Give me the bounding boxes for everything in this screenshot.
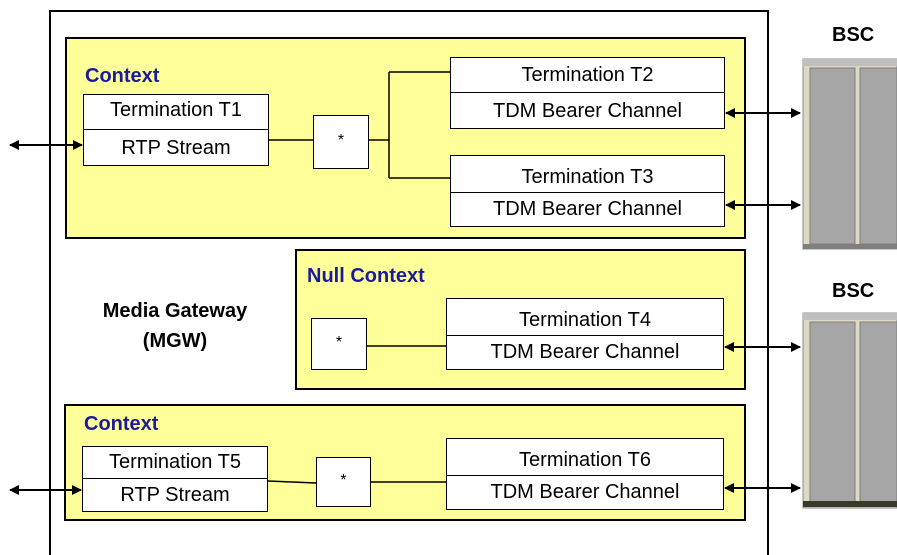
media-gateway-frame bbox=[49, 10, 769, 555]
termination-t2-title: Termination T2 bbox=[521, 64, 654, 86]
termination-t4-divider bbox=[447, 335, 723, 336]
context-2-label: Context bbox=[84, 413, 159, 435]
termination-t5-subtitle: RTP Stream bbox=[120, 484, 230, 506]
media-gateway-label: Media Gateway (MGW) bbox=[70, 296, 280, 356]
termination-t3: Termination T3 TDM Bearer Channel bbox=[450, 155, 725, 227]
termination-t3-subtitle: TDM Bearer Channel bbox=[493, 198, 682, 220]
termination-t2-divider bbox=[451, 92, 724, 93]
null-context-label: Null Context bbox=[307, 265, 425, 287]
bsc-bottom-cabinet bbox=[802, 312, 897, 509]
bsc-bottom-label: BSC bbox=[832, 280, 875, 302]
termination-t1-subtitle: RTP Stream bbox=[121, 137, 231, 159]
termination-t3-title: Termination T3 bbox=[521, 166, 654, 188]
termination-t1: Termination T1 RTP Stream bbox=[83, 94, 269, 166]
termination-t6: Termination T6 TDM Bearer Channel bbox=[446, 438, 724, 510]
termination-t6-subtitle: TDM Bearer Channel bbox=[490, 481, 680, 503]
termination-t5-title: Termination T5 bbox=[109, 451, 241, 473]
termination-t5-divider bbox=[83, 478, 267, 479]
bsc-top-label: BSC bbox=[832, 24, 875, 46]
context-1-connector-box: * bbox=[313, 115, 369, 169]
bsc-top-cabinet bbox=[802, 58, 897, 250]
termination-t3-divider bbox=[451, 192, 724, 193]
termination-t1-divider bbox=[84, 129, 268, 130]
termination-t2-subtitle: TDM Bearer Channel bbox=[493, 100, 682, 122]
termination-t4: Termination T4 TDM Bearer Channel bbox=[446, 298, 724, 370]
termination-t5: Termination T5 RTP Stream bbox=[82, 446, 268, 512]
termination-t6-title: Termination T6 bbox=[519, 449, 651, 471]
media-gateway-label-line2: (MGW) bbox=[142, 330, 208, 352]
termination-t4-subtitle: TDM Bearer Channel bbox=[490, 341, 680, 363]
termination-t1-title: Termination T1 bbox=[110, 99, 242, 121]
context-1-label: Context bbox=[85, 65, 160, 87]
termination-t4-title: Termination T4 bbox=[519, 309, 651, 331]
null-context-connector-box: * bbox=[311, 318, 367, 370]
termination-t2: Termination T2 TDM Bearer Channel bbox=[450, 57, 725, 129]
media-gateway-label-line1: Media Gateway bbox=[102, 300, 248, 322]
termination-t6-divider bbox=[447, 475, 723, 476]
context-2-connector-box: * bbox=[316, 457, 371, 507]
